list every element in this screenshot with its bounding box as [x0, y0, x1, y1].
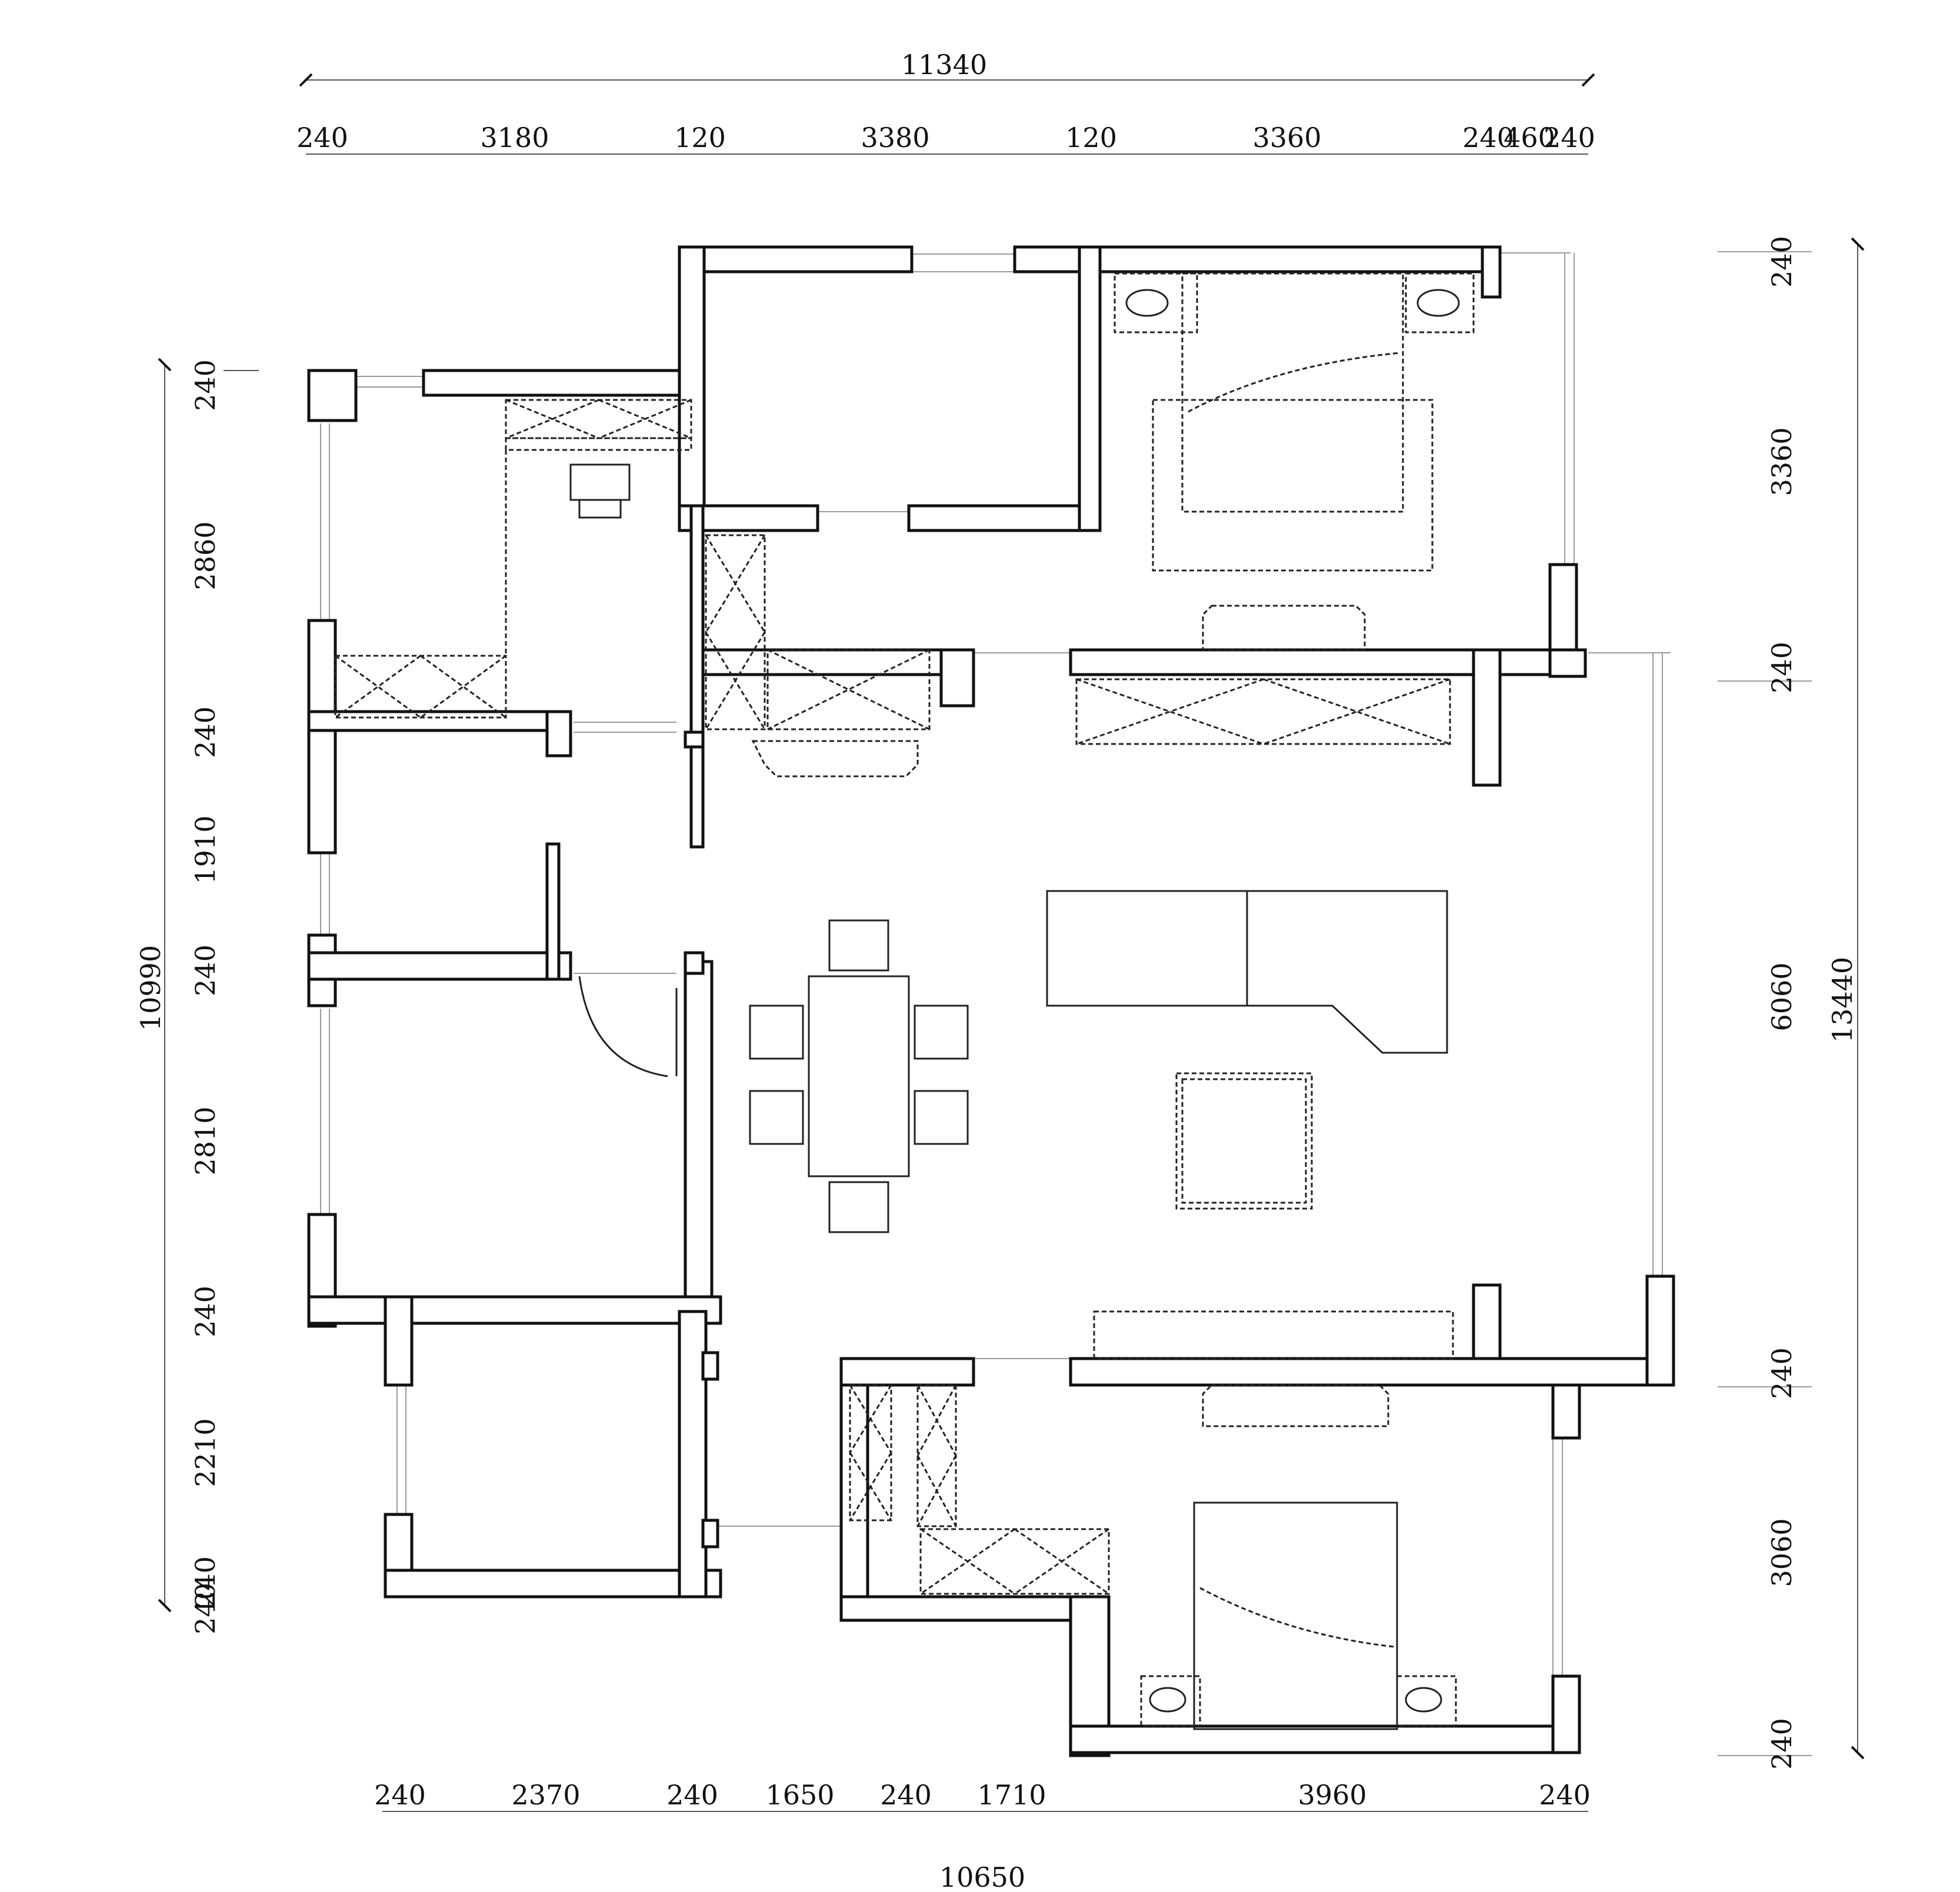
top-dim-6: 3360	[1252, 122, 1321, 154]
right-dim-6: 3060	[1766, 1518, 1798, 1587]
right-total-dimension: 13440	[1826, 957, 1858, 1043]
left-dim-3: 240	[189, 706, 221, 758]
walls	[307, 245, 1675, 1757]
chair-icon	[569, 463, 631, 519]
right-dim-1: 240	[1766, 236, 1798, 288]
dining-chair	[828, 919, 889, 972]
console-table	[751, 740, 919, 778]
nightstand	[1405, 272, 1475, 333]
dining-chair	[828, 1181, 889, 1233]
dimension-labels: 11340 240 3180 120 3380 120 3360 240 460…	[135, 49, 1858, 1892]
bottom-dim-1: 240	[374, 1779, 426, 1811]
windows	[320, 252, 1671, 1676]
top-dim-1: 240	[296, 122, 348, 154]
bench	[1093, 1310, 1454, 1360]
bottom-dim-2: 2370	[511, 1779, 580, 1811]
dining-chair	[914, 1005, 969, 1060]
nightstand	[1114, 272, 1198, 333]
bottom-dim-3: 240	[666, 1779, 718, 1811]
dining-table	[808, 975, 910, 1177]
bottom-dim-4: 1650	[765, 1779, 834, 1811]
left-dim-4: 1910	[189, 815, 221, 884]
study-cabinet	[505, 399, 692, 439]
coffee-table	[1175, 1072, 1313, 1210]
right-dim-2: 3360	[1766, 427, 1798, 496]
right-dim-4: 6060	[1766, 962, 1798, 1031]
cabinet	[916, 1384, 957, 1527]
bottom-dim-5: 240	[880, 1779, 932, 1811]
top-dim-7: 240	[1462, 122, 1514, 154]
top-dim-5: 120	[1065, 122, 1117, 154]
left-dim-2: 2860	[189, 521, 221, 590]
bottom-dim-6: 1710	[977, 1779, 1046, 1811]
wardrobe-lower	[919, 1528, 1110, 1595]
nightstand	[1140, 1675, 1201, 1727]
left-total-dimension: 10990	[135, 945, 166, 1031]
wardrobe-left	[334, 655, 507, 719]
bottom-total-dimension: 10650	[939, 1861, 1025, 1892]
top-dim-3: 120	[674, 122, 726, 154]
dimension-lines	[158, 73, 1865, 1812]
sideboard	[766, 649, 931, 730]
sofa	[1046, 890, 1448, 1054]
door-swing	[578, 976, 668, 1077]
bed-frame	[1152, 399, 1434, 572]
tall-cabinet	[705, 534, 766, 730]
dining-chair	[914, 1090, 969, 1145]
top-dim-9: 240	[1544, 122, 1595, 154]
top-total-dimension: 11340	[901, 49, 987, 81]
right-dim-7: 240	[1766, 1718, 1798, 1770]
dining-chair	[749, 1090, 804, 1145]
dining-chair	[749, 1005, 804, 1060]
tv-cabinet	[1075, 678, 1451, 745]
right-dim-3: 240	[1766, 642, 1798, 693]
left-dim-1: 240	[189, 359, 221, 411]
left-dim-7: 240	[189, 1286, 221, 1337]
bottom-dim-8: 240	[1539, 1779, 1591, 1811]
left-dim-5: 240	[189, 945, 221, 996]
nightstand	[1396, 1675, 1457, 1727]
left-dim-8: 2210	[189, 1418, 221, 1487]
bench-stool	[1202, 605, 1366, 651]
top-dim-2: 3180	[480, 122, 549, 154]
left-dim-9: 240	[189, 1556, 221, 1608]
furniture	[334, 272, 1475, 1730]
top-dim-8: 460	[1504, 122, 1555, 154]
top-dim-4: 3380	[861, 122, 929, 154]
left-dim-6: 2810	[189, 1106, 221, 1175]
bench-stool	[1202, 1384, 1389, 1427]
bottom-dim-7: 3960	[1298, 1779, 1366, 1811]
right-dim-5: 240	[1766, 1347, 1798, 1399]
double-bed	[1193, 1501, 1398, 1730]
double-bed	[1181, 272, 1404, 513]
left-dim-10: 240	[189, 1583, 221, 1634]
